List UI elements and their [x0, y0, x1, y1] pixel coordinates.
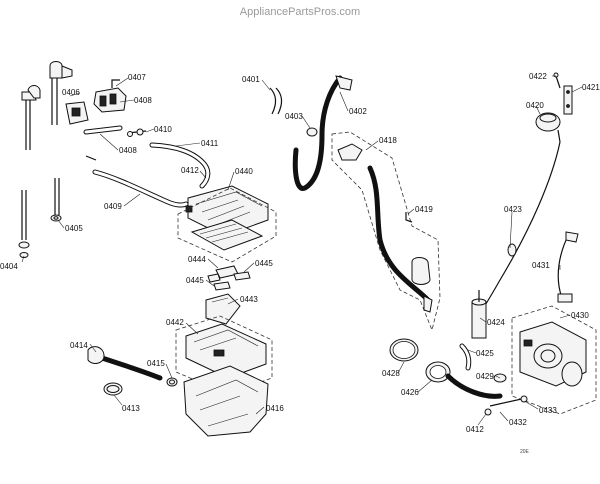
callout-0430: 0430 — [571, 311, 589, 320]
siphon-part-0445 — [213, 271, 251, 291]
dispenser-grid-part — [190, 219, 264, 251]
inlet-hose-part-0406 — [49, 61, 73, 125]
clamp-part-0415 — [166, 377, 178, 387]
callout-0442: 0442 — [166, 318, 184, 327]
clamp-part-0403 — [306, 127, 318, 137]
callout-0413: 0413 — [122, 404, 140, 413]
callout-0408-upper: 0408 — [134, 96, 152, 105]
callout-0401: 0401 — [242, 75, 260, 84]
clamp-part-0405 — [50, 214, 62, 222]
clip-part-0412b — [484, 408, 492, 416]
callout-0432: 0432 — [509, 418, 527, 427]
insert-part-0443 — [205, 293, 241, 325]
callout-0445-right: 0445 — [255, 259, 273, 268]
corner-code: 20E — [520, 449, 530, 455]
inlet-pipe-part — [21, 85, 41, 150]
clamp-part-0413 — [103, 382, 123, 396]
siphon-part-0444 — [207, 265, 239, 283]
callout-0420: 0420 — [526, 101, 544, 110]
clip-part-0419 — [405, 212, 413, 223]
callout-0424: 0424 — [487, 318, 505, 327]
hose-holder-part-0401 — [269, 87, 283, 115]
ring-part-0426 — [425, 361, 451, 383]
callout-0411: 0411 — [201, 139, 219, 148]
callout-0426: 0426 — [401, 388, 419, 397]
callout-0425: 0425 — [476, 349, 494, 358]
watermark: AppliancePartsPros.com — [240, 6, 360, 18]
callout-0418: 0418 — [379, 136, 397, 145]
callout-0440: 0440 — [235, 167, 253, 176]
bracket-part-0421 — [563, 85, 573, 115]
drain-bellows-part — [445, 373, 503, 399]
callout-0406: 0406 — [62, 88, 80, 97]
ring-part-0428 — [389, 338, 419, 362]
callout-0405: 0405 — [65, 224, 83, 233]
callout-0408-lower: 0408 — [119, 146, 137, 155]
drain-hose-part-0402 — [292, 75, 353, 191]
callout-0407: 0407 — [128, 73, 146, 82]
callout-0412: 0412 — [181, 166, 199, 175]
screw-part-0433 — [489, 395, 528, 407]
callout-0402: 0402 — [349, 107, 367, 116]
dispenser-group-outline — [177, 187, 277, 263]
bellows-hose-part-0414 — [87, 346, 163, 381]
callout-0428: 0428 — [382, 369, 400, 378]
callout-0443: 0443 — [240, 295, 258, 304]
hose-0411-part — [149, 142, 211, 189]
drain-group-outline — [331, 131, 441, 332]
small-hoses-part-0408 — [83, 125, 123, 161]
water-valve-part-0407 — [93, 79, 127, 113]
drain-hose-part-0418 — [337, 143, 433, 313]
callout-0421: 0421 — [582, 83, 600, 92]
callout-0445-left: 0445 — [186, 276, 204, 285]
tub-housing-part-0416 — [183, 365, 269, 437]
drain-pump-part-0430 — [519, 321, 587, 387]
air-trap-part-0424 — [471, 290, 487, 339]
callout-0419: 0419 — [415, 205, 433, 214]
inlet-stem-part-b — [54, 178, 60, 215]
callout-0410: 0410 — [154, 125, 172, 134]
dispenser-drawer-part-0442 — [185, 323, 267, 379]
leader-lines — [21, 75, 583, 426]
inlet-valve-block-part — [65, 101, 89, 125]
callout-0423: 0423 — [504, 205, 522, 214]
screw-part-0422 — [553, 72, 561, 89]
pressure-hose-part-0423 — [481, 141, 561, 311]
callout-0412-right: 0412 — [466, 425, 484, 434]
hose-part-0425 — [459, 343, 472, 371]
callout-0422: 0422 — [529, 72, 547, 81]
housing-group-outline — [175, 315, 273, 395]
callout-0415: 0415 — [147, 359, 165, 368]
callout-0416: 0416 — [266, 404, 284, 413]
callout-0414: 0414 — [70, 341, 88, 350]
dispenser-top-part-0440 — [185, 185, 269, 237]
hose-0409-part — [92, 169, 189, 208]
callout-0403: 0403 — [285, 112, 303, 121]
callout-0431: 0431 — [532, 261, 550, 270]
pump-group-outline — [511, 305, 597, 415]
callout-0433: 0433 — [539, 406, 557, 415]
callout-0429: 0429 — [476, 372, 494, 381]
callout-0444: 0444 — [188, 255, 206, 264]
filter-part — [411, 257, 431, 285]
tee-connector-part-0410 — [127, 128, 147, 137]
pressure-switch-part-0420 — [535, 112, 561, 143]
callout-0409: 0409 — [104, 202, 122, 211]
callout-0404: 0404 — [0, 262, 18, 271]
hose-part-0431 — [557, 231, 579, 303]
inlet-stem-part-0404 — [18, 190, 30, 258]
